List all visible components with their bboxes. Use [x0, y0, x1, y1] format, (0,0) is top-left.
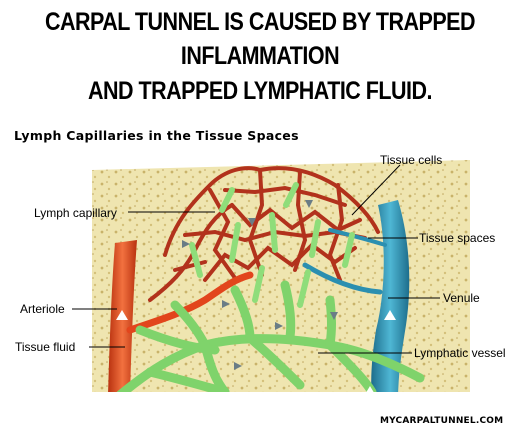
leader-lines [72, 164, 440, 354]
label-tissue-fluid: Tissue fluid [15, 340, 75, 354]
lymph-capillary-fingers [189, 182, 355, 308]
fluid-arrows [182, 200, 338, 370]
headline-line-1: CARPAL TUNNEL IS CAUSED BY TRAPPED [44, 8, 476, 36]
diagram-subtitle: Lymph Capillaries in the Tissue Spaces [14, 128, 299, 143]
website-footer: MYCARPALTUNNEL.COM [380, 416, 504, 426]
label-lymphatic-vessel: Lymphatic vessel [414, 346, 506, 360]
label-lymph-capillary: Lymph capillary [34, 206, 117, 220]
headline-line-2: INFLAMMATION [180, 42, 340, 70]
label-venule: Venule [443, 291, 480, 305]
bottom-fade [85, 392, 480, 404]
label-arteriole: Arteriole [20, 302, 65, 316]
headline-line-3: AND TRAPPED LYMPHATIC FLUID. [88, 77, 432, 105]
lymphatic-network [115, 280, 425, 400]
label-tissue-spaces: Tissue spaces [419, 231, 495, 245]
label-tissue-cells: Tissue cells [380, 153, 442, 167]
venule-vessel [371, 200, 410, 400]
